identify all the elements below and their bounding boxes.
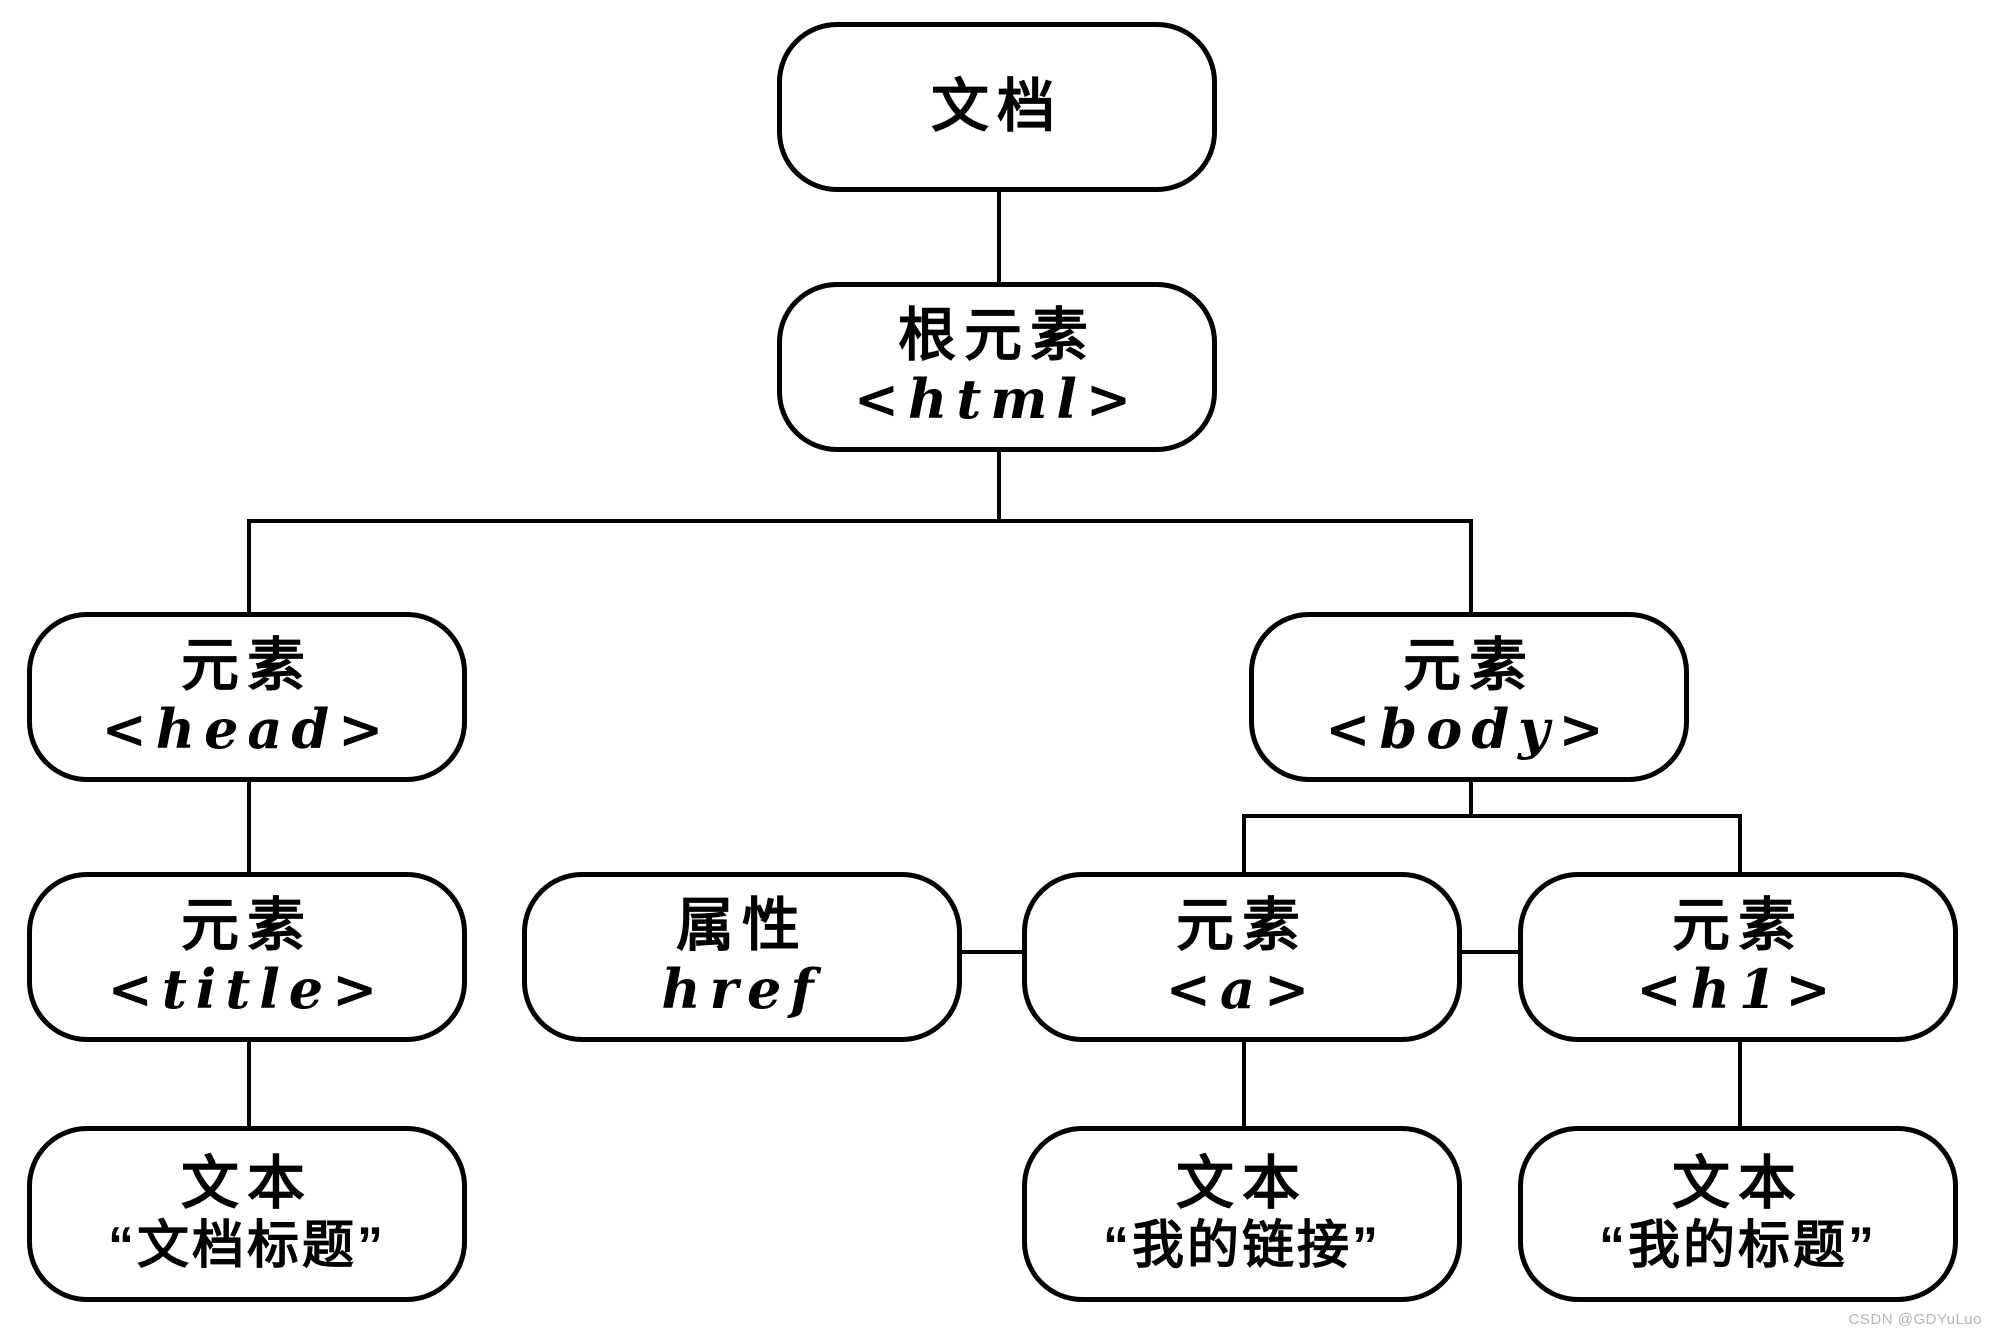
node-label: 元素: [1402, 633, 1535, 699]
node-attribute-href: 属性 href: [522, 872, 962, 1042]
node-sublabel: “我的标题”: [1598, 1217, 1877, 1276]
edge-branch-a: [1242, 814, 1246, 874]
edge-href-a: [958, 950, 1026, 954]
node-text-my-link: 文本 “我的链接”: [1022, 1126, 1462, 1302]
node-element-a: 元素 <a>: [1022, 872, 1462, 1042]
node-label: 元素: [180, 893, 313, 959]
node-label: 文本: [180, 1151, 313, 1217]
node-sublabel: <h1>: [1636, 957, 1840, 1022]
node-sublabel: “文档标题”: [107, 1217, 386, 1276]
edge-branch-body: [1469, 519, 1473, 614]
edge-a-h1: [1460, 950, 1522, 954]
edge-head-title: [247, 780, 251, 874]
node-label: 文本: [1671, 1151, 1804, 1217]
csdn-watermark: CSDN @GDYuLuo: [1848, 1311, 1982, 1328]
node-label: 文档: [930, 73, 1063, 139]
edge-branch-head-body: [247, 519, 1473, 523]
node-element-h1: 元素 <h1>: [1518, 872, 1958, 1042]
node-label: 元素: [1671, 893, 1804, 959]
node-element-title: 元素 <title>: [27, 872, 467, 1042]
node-label: 元素: [180, 633, 313, 699]
node-label: 文本: [1175, 1151, 1308, 1217]
edge-title-text: [247, 1040, 251, 1128]
node-sublabel: <html>: [853, 367, 1141, 432]
node-sublabel: “我的链接”: [1102, 1217, 1381, 1276]
node-sublabel: <head>: [101, 697, 393, 762]
node-document: 文档: [777, 22, 1217, 192]
edge-html-branch: [997, 450, 1001, 523]
node-sublabel: <title>: [107, 957, 387, 1022]
edge-branch-a-h1: [1242, 814, 1742, 818]
node-label: 元素: [1175, 893, 1308, 959]
node-text-my-heading: 文本 “我的标题”: [1518, 1126, 1958, 1302]
node-label: 根元素: [897, 303, 1096, 369]
node-root-html: 根元素 <html>: [777, 282, 1217, 452]
node-label: 属性: [675, 893, 808, 959]
node-element-head: 元素 <head>: [27, 612, 467, 782]
node-sublabel: <body>: [1325, 697, 1613, 762]
node-text-document-title: 文本 “文档标题”: [27, 1126, 467, 1302]
edge-branch-head: [247, 519, 251, 614]
edge-a-text: [1242, 1040, 1246, 1128]
node-sublabel: <a>: [1165, 957, 1319, 1022]
edge-branch-h1: [1738, 814, 1742, 874]
node-sublabel: href: [661, 957, 823, 1022]
node-element-body: 元素 <body>: [1249, 612, 1689, 782]
edge-h1-text: [1738, 1040, 1742, 1128]
edge-document-html: [997, 192, 1001, 284]
edge-body-branch: [1469, 780, 1473, 818]
